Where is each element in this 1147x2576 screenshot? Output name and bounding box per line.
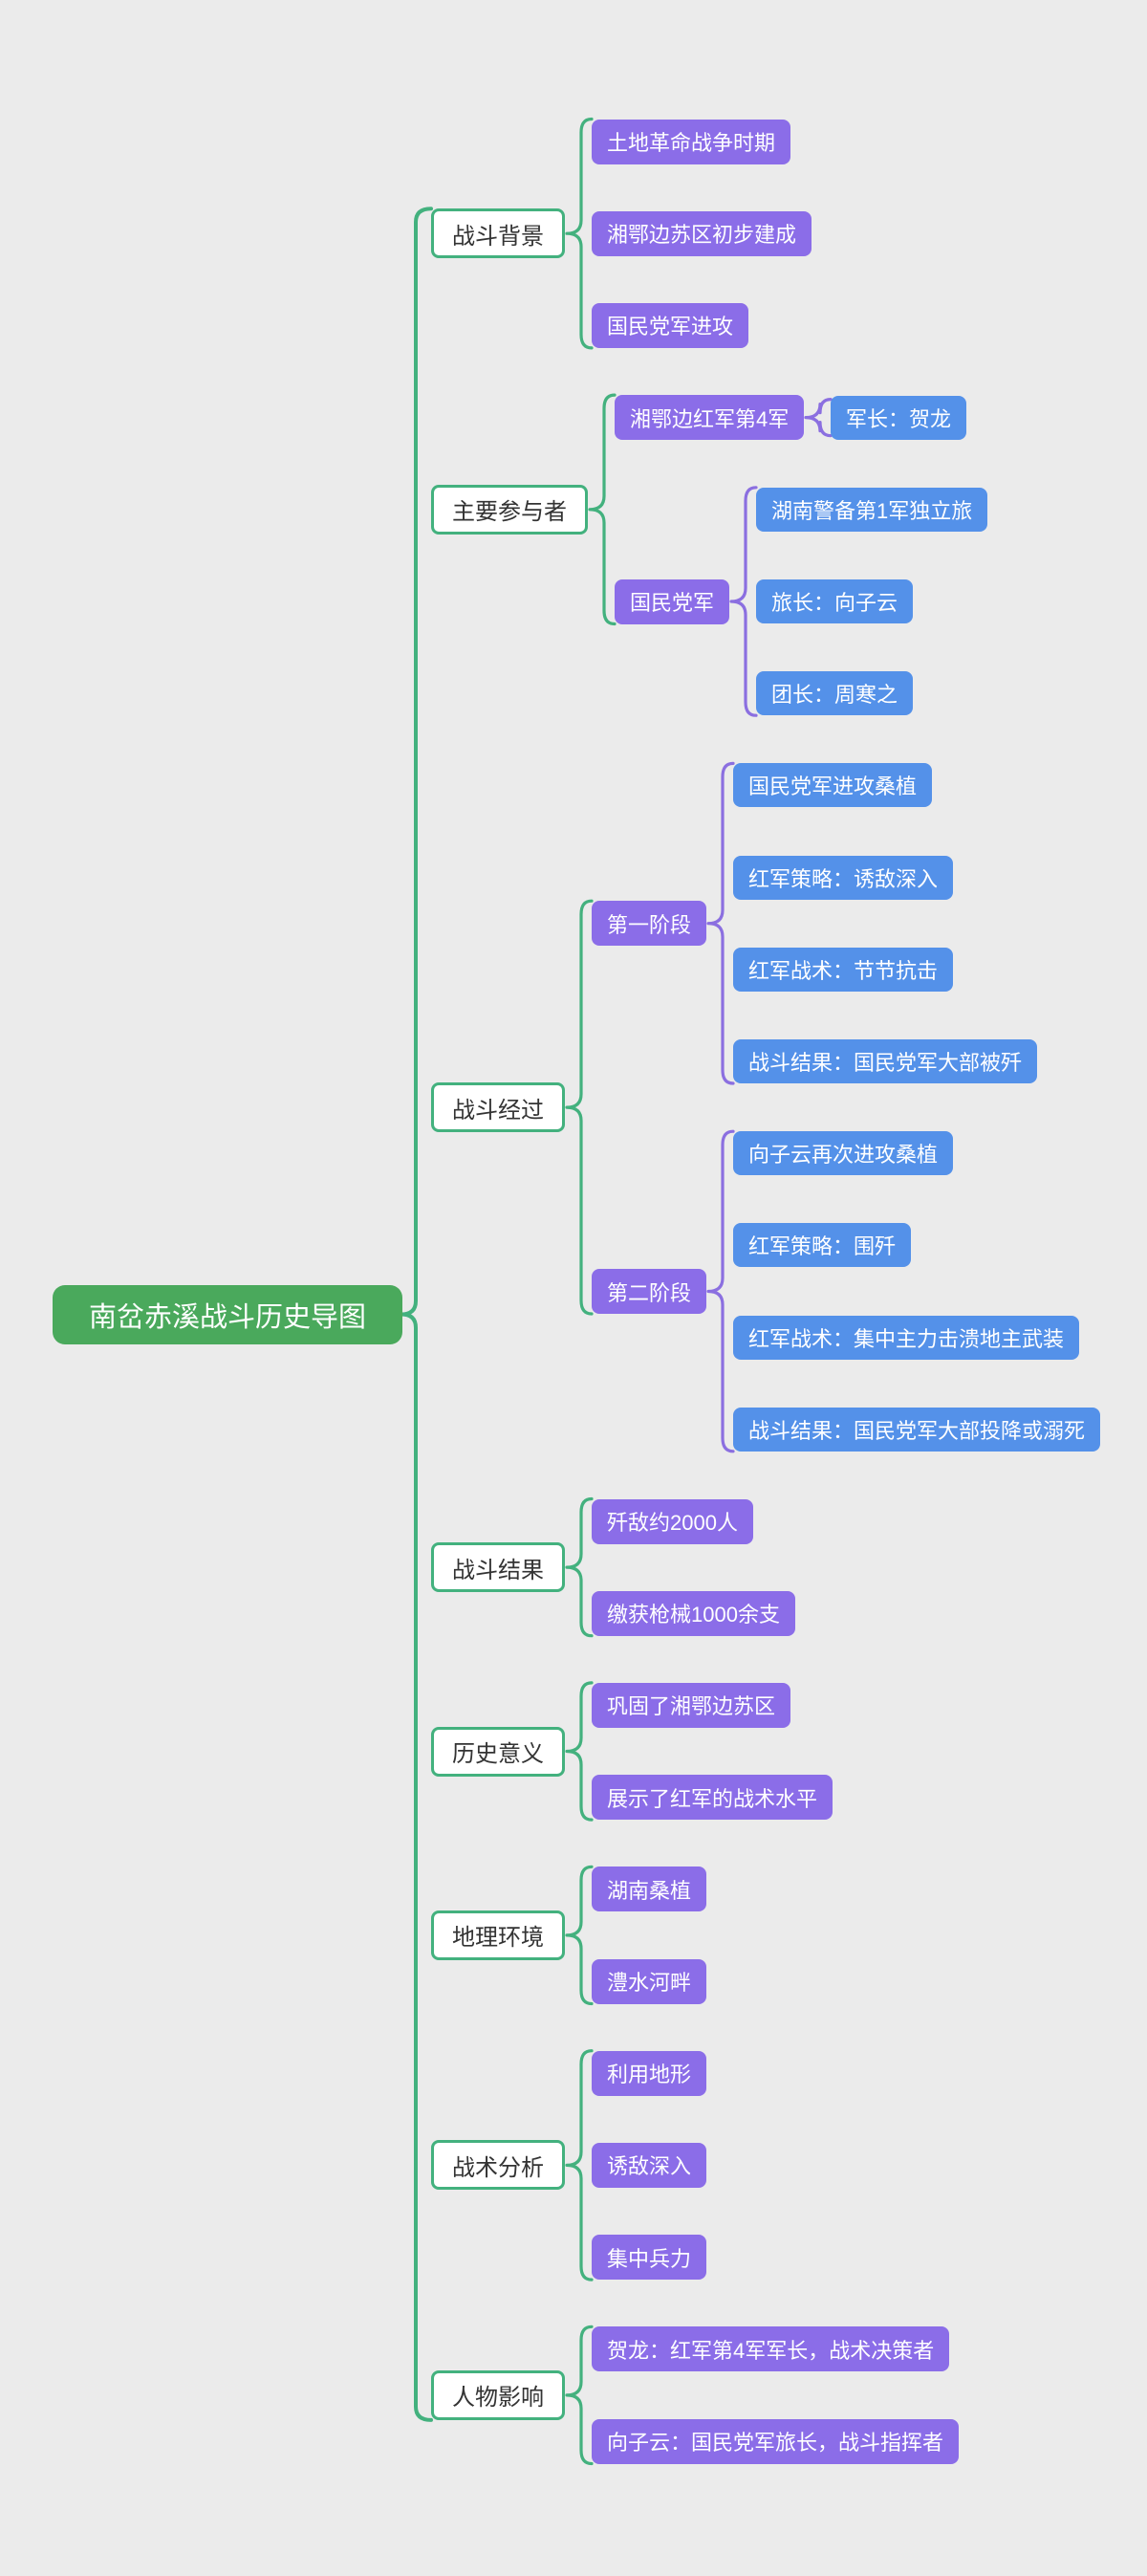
brace-link-3 (565, 1496, 594, 1638)
topic-node-6-0[interactable]: 利用地形 (592, 2050, 707, 2096)
subtopic-node-2-0-2[interactable]: 红军战术：节节抗击 (733, 947, 954, 992)
topic-node-3-1[interactable]: 缴获枪械1000余支 (592, 1590, 795, 1636)
subtopic-node-2-1-3[interactable]: 战斗结果：国民党军大部投降或溺死 (733, 1407, 1101, 1452)
topic-node-4-0[interactable]: 巩固了湘鄂边苏区 (592, 1682, 791, 1728)
branch-node-6[interactable]: 战术分析 (431, 2140, 565, 2191)
subtopic-node-1-0-0[interactable]: 军长：贺龙 (831, 395, 967, 440)
subtopic-node-2-1-2[interactable]: 红军战术：集中主力击溃地主武装 (733, 1315, 1080, 1360)
topic-node-2-0[interactable]: 第一阶段 (592, 901, 707, 947)
branch-node-5[interactable]: 地理环境 (431, 1910, 565, 1960)
topic-node-3-0[interactable]: 歼敌约2000人 (592, 1498, 753, 1544)
subtopic-node-2-1-0[interactable]: 向子云再次进攻桑植 (733, 1131, 954, 1176)
branch-node-4[interactable]: 历史意义 (431, 1726, 565, 1777)
branch-node-0[interactable]: 战斗背景 (431, 208, 565, 259)
topic-node-4-1[interactable]: 展示了红军的战术水平 (592, 1775, 833, 1821)
topic-node-7-0[interactable]: 贺龙：红军第4军军长，战术决策者 (592, 2326, 950, 2372)
topic-node-5-1[interactable]: 澧水河畔 (592, 1958, 707, 2004)
branch-node-7[interactable]: 人物影响 (431, 2369, 565, 2420)
subtopic-node-2-0-1[interactable]: 红军策略：诱敌深入 (733, 855, 954, 900)
branch-node-2[interactable]: 战斗经过 (431, 1082, 565, 1133)
topic-node-1-0[interactable]: 湘鄂边红军第4军 (615, 395, 805, 441)
brace-link-5 (565, 1865, 594, 2006)
brace-link-6 (565, 2049, 594, 2281)
brace-link-2 (565, 899, 594, 1316)
topic-node-1-1[interactable]: 国民党军 (615, 579, 730, 624)
branch-node-3[interactable]: 战斗结果 (431, 1542, 565, 1593)
brace-link-1-0 (804, 398, 833, 438)
brace-link-root (400, 207, 433, 2422)
topic-node-0-1[interactable]: 湘鄂边苏区初步建成 (592, 210, 812, 256)
subtopic-node-2-0-0[interactable]: 国民党军进攻桑植 (733, 763, 933, 808)
topic-node-7-1[interactable]: 向子云：国民党军旅长，战斗指挥者 (592, 2418, 960, 2464)
brace-link-1 (588, 393, 617, 626)
subtopic-node-1-1-2[interactable]: 团长：周寒之 (756, 671, 914, 716)
topic-node-6-1[interactable]: 诱敌深入 (592, 2142, 707, 2188)
topic-node-2-1[interactable]: 第二阶段 (592, 1269, 707, 1314)
subtopic-node-1-1-0[interactable]: 湖南警备第1军独立旅 (756, 487, 988, 532)
topic-node-6-2[interactable]: 集中兵力 (592, 2235, 707, 2281)
brace-link-0 (565, 117, 594, 350)
brace-link-1-1 (729, 486, 758, 717)
topic-node-5-0[interactable]: 湖南桑植 (592, 1867, 707, 1912)
subtopic-node-1-1-1[interactable]: 旅长：向子云 (756, 579, 914, 623)
brace-link-7 (565, 2325, 594, 2466)
topic-node-0-2[interactable]: 国民党军进攻 (592, 302, 749, 348)
topic-node-0-0[interactable]: 土地革命战争时期 (592, 119, 791, 164)
branch-node-1[interactable]: 主要参与者 (431, 484, 588, 535)
brace-link-2-0 (706, 761, 735, 1085)
brace-link-2-1 (706, 1129, 735, 1453)
subtopic-node-2-0-3[interactable]: 战斗结果：国民党军大部被歼 (733, 1039, 1038, 1083)
brace-link-4 (565, 1681, 594, 1822)
subtopic-node-2-1-1[interactable]: 红军策略：围歼 (733, 1223, 912, 1268)
root-node[interactable]: 南岔赤溪战斗历史导图 (53, 1284, 403, 1344)
